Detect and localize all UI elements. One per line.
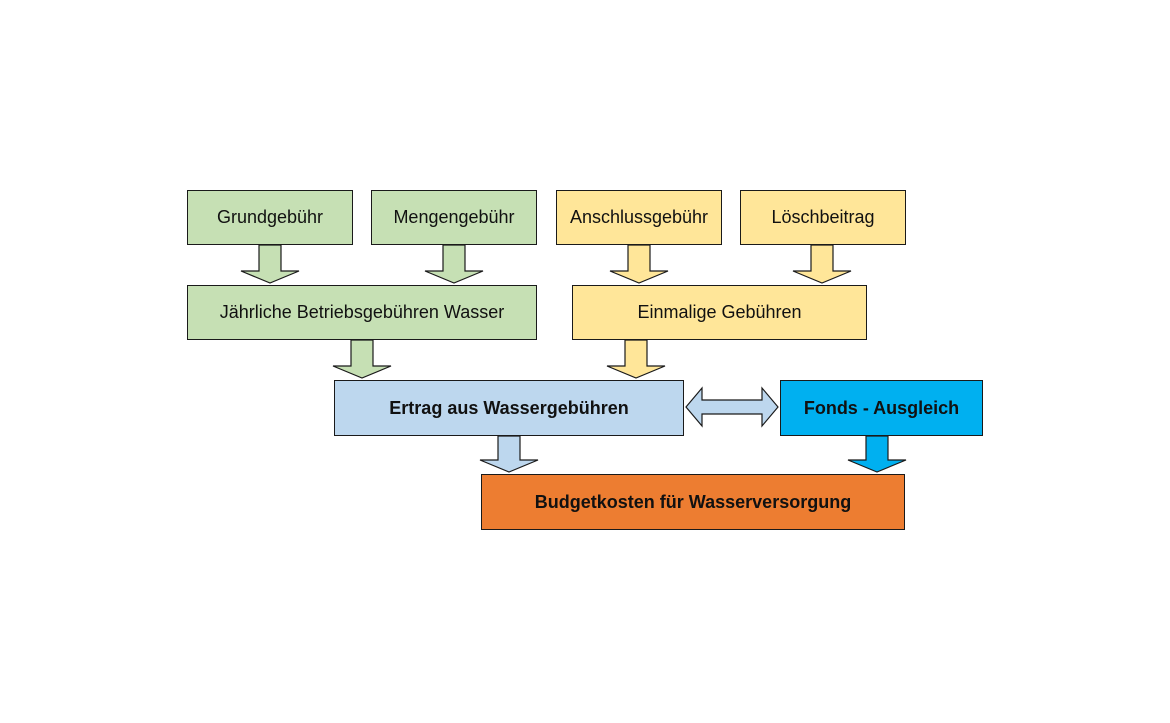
box-einmalige-gebuehren: Einmalige Gebühren <box>572 285 867 340</box>
box-anschlussgebuehr: Anschlussgebühr <box>556 190 722 245</box>
box-jaehrliche-label: Jährliche Betriebsgebühren Wasser <box>219 302 505 322</box>
arrow-anschlussgebuehr-to-einmalige <box>609 244 669 284</box>
box-budget-label: Budgetkosten für Wasserversorgung <box>534 491 852 512</box>
box-einmalige-label: Einmalige Gebühren <box>637 302 802 322</box>
box-ertrag-label: Ertrag aus Wassergebühren <box>389 397 629 418</box>
arrow-ertrag-to-budget <box>479 435 539 473</box>
arrow-ertrag-fonds-bidirectional <box>685 386 779 428</box>
arrow-grundgebuehr-to-jaehrliche <box>240 244 300 284</box>
arrow-mengengebuehr-to-jaehrliche <box>424 244 484 284</box>
arrow-fonds-to-budget <box>847 435 907 473</box>
box-budgetkosten: Budgetkosten für Wasserversorgung <box>481 474 905 530</box>
box-grundgebuehr: Grundgebühr <box>187 190 353 245</box>
arrow-loeschbeitrag-to-einmalige <box>792 244 852 284</box>
box-ertrag-wassergebuehren: Ertrag aus Wassergebühren <box>334 380 684 436</box>
arrow-jaehrliche-to-ertrag <box>332 339 392 379</box>
arrow-einmalige-to-ertrag <box>606 339 666 379</box>
box-mengengebuehr-label: Mengengebühr <box>393 207 515 227</box>
box-fonds-ausgleich: Fonds - Ausgleich <box>780 380 983 436</box>
box-loeschbeitrag-label: Löschbeitrag <box>771 207 875 227</box>
box-anschlussgebuehr-label: Anschlussgebühr <box>569 207 709 227</box>
box-jaehrliche-betriebsgebuehren: Jährliche Betriebsgebühren Wasser <box>187 285 537 340</box>
box-fonds-label: Fonds - Ausgleich <box>803 397 960 418</box>
box-mengengebuehr: Mengengebühr <box>371 190 537 245</box>
box-loeschbeitrag: Löschbeitrag <box>740 190 906 245</box>
box-grundgebuehr-label: Grundgebühr <box>216 207 324 227</box>
